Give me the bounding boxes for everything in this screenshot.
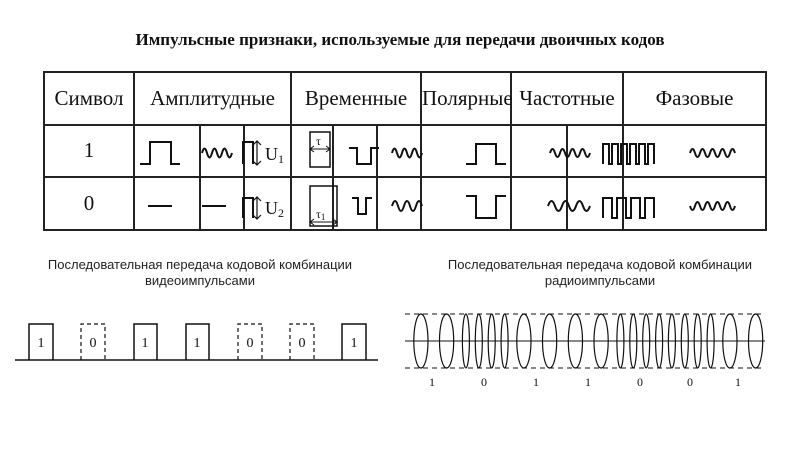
- radio-oscillation: [654, 313, 664, 369]
- amplitude-wave-icon: [201, 147, 233, 159]
- header-phase: Фазовые: [622, 71, 768, 126]
- amplitude-pulse-icon: [140, 141, 180, 165]
- radio-oscillation: [616, 313, 625, 369]
- video-pulse: [185, 323, 210, 360]
- video-pulse: [133, 323, 158, 360]
- time-pulse-icon: [349, 147, 379, 165]
- bit-label: 1: [533, 375, 539, 389]
- signal-features-table: Символ Амплитудные Временные Полярные Ча…: [43, 71, 768, 231]
- bit-label: 0: [481, 375, 487, 389]
- header-amplitude: Амплитудные: [133, 71, 292, 126]
- phase-wave-icon: [689, 148, 736, 158]
- bit-label: 1: [351, 336, 358, 351]
- header-frequency: Частотные: [510, 71, 625, 126]
- bit-label: 1: [38, 336, 45, 351]
- bit-label: 1: [194, 336, 201, 351]
- u2-arrow-icon: [252, 196, 262, 220]
- bit-label: 1: [585, 375, 591, 389]
- tau-label: τ: [316, 134, 321, 148]
- radio-oscillation: [500, 313, 509, 369]
- radio-oscillation: [667, 313, 677, 369]
- radio-oscillation: [747, 313, 764, 369]
- video-pulse-empty: [289, 323, 315, 360]
- radio-oscillation: [413, 313, 429, 369]
- time-wave-icon: [391, 147, 423, 159]
- u1-arrow-icon: [252, 140, 262, 166]
- tau1-label: τ1: [316, 207, 325, 222]
- radio-oscillation: [474, 313, 483, 369]
- header-polar: Полярные: [420, 71, 513, 126]
- radio-oscillation: [487, 313, 496, 369]
- tau-arrow-icon: [309, 145, 331, 153]
- video-pulse: [28, 323, 54, 360]
- time-short-pulse-icon: [352, 197, 372, 215]
- video-pulse-empty: [80, 323, 106, 360]
- video-pulse: [341, 323, 367, 360]
- radio-oscillation: [642, 313, 651, 369]
- bit-label: 0: [299, 336, 306, 351]
- symbol-cell: 1: [43, 123, 135, 179]
- amplitude-u1-pulse-icon: [242, 141, 254, 164]
- radio-oscillation: [461, 313, 470, 369]
- symbol-cell: 0: [43, 176, 135, 231]
- radio-oscillation: [629, 313, 638, 369]
- radio-oscillation: [693, 313, 702, 369]
- radio-oscillation: [541, 313, 558, 369]
- right-caption: Последовательная передача кодовой комбин…: [447, 257, 753, 288]
- bit-label: 0: [90, 336, 97, 351]
- bit-label: 1: [429, 375, 435, 389]
- radio-waves: [413, 313, 764, 369]
- u2-label: U2: [265, 198, 284, 220]
- freq-pulse-train-icon: [602, 143, 655, 165]
- freq-wave-icon: [549, 148, 591, 158]
- left-caption: Последовательная передача кодовой комбин…: [47, 257, 353, 288]
- bit-label: 0: [247, 336, 254, 351]
- phase-shift-wave-icon: [689, 201, 736, 211]
- amplitude-u2-pulse-icon: [242, 197, 254, 218]
- polar-neg-pulse-icon: [466, 195, 506, 219]
- page-title: Импульсные признаки, используемые для пе…: [135, 30, 665, 49]
- radio-oscillation: [706, 313, 715, 369]
- tau1-pulse-icon: [309, 185, 338, 227]
- video-pulse-empty: [237, 323, 263, 360]
- polar-pulse-icon: [466, 143, 506, 165]
- time-wave-icon: [391, 200, 423, 212]
- header-symbol: Символ: [43, 71, 135, 126]
- bit-label: 0: [637, 375, 643, 389]
- radio-oscillation: [722, 313, 738, 369]
- radio-oscillation: [593, 313, 609, 369]
- tau1-arrow-icon: [309, 218, 338, 226]
- u1-label: U1: [265, 144, 284, 166]
- bit-label: 1: [735, 375, 741, 389]
- radio-oscillation: [680, 313, 689, 369]
- table-header-row: Символ Амплитудные Временные Полярные Ча…: [43, 71, 768, 126]
- header-time: Временные: [289, 71, 423, 126]
- bit-label: 0: [687, 375, 693, 389]
- freq-low-wave-icon: [547, 200, 591, 212]
- radio-oscillation: [438, 313, 455, 369]
- bit-label: 1: [142, 336, 149, 351]
- radio-oscillation: [567, 313, 584, 369]
- freq-low-pulse-train-icon: [602, 197, 655, 219]
- radio-oscillation: [516, 313, 532, 369]
